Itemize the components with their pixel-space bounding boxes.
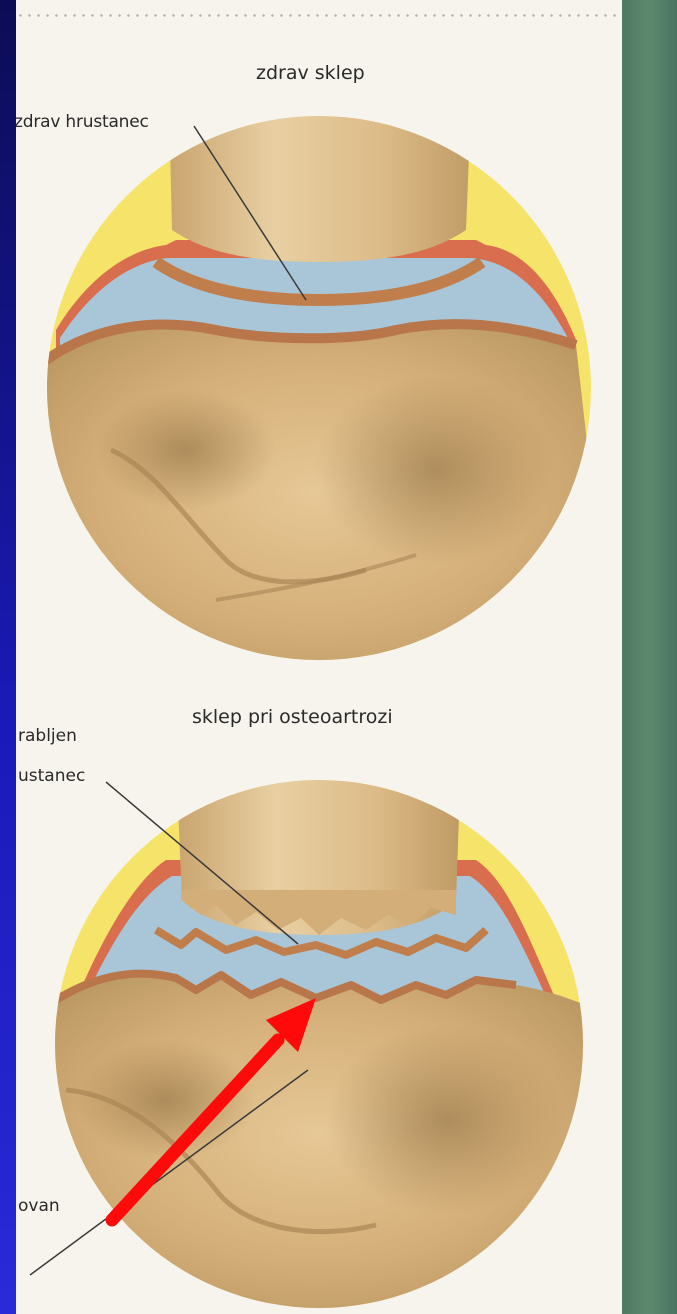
healthy-cartilage-label: zdrav hrustanec xyxy=(16,112,149,132)
healthy-joint-title: zdrav sklep xyxy=(256,62,365,84)
damaged-cartilage-label-line1: rabljen xyxy=(18,726,77,746)
healthy-joint-figure xyxy=(16,0,616,700)
book-spine-band xyxy=(622,0,677,1314)
damaged-cartilage-label-line2: ustanec xyxy=(18,766,85,786)
book-page: zdrav sklep zdrav hrustanec sklep pri os… xyxy=(16,0,622,1314)
bone-label: ovan xyxy=(18,1196,60,1216)
osteoarthritis-joint-title: sklep pri osteoartrozi xyxy=(192,706,393,728)
joint-illustrations xyxy=(16,0,622,1314)
osteoarthritis-joint-figure xyxy=(16,760,616,1314)
